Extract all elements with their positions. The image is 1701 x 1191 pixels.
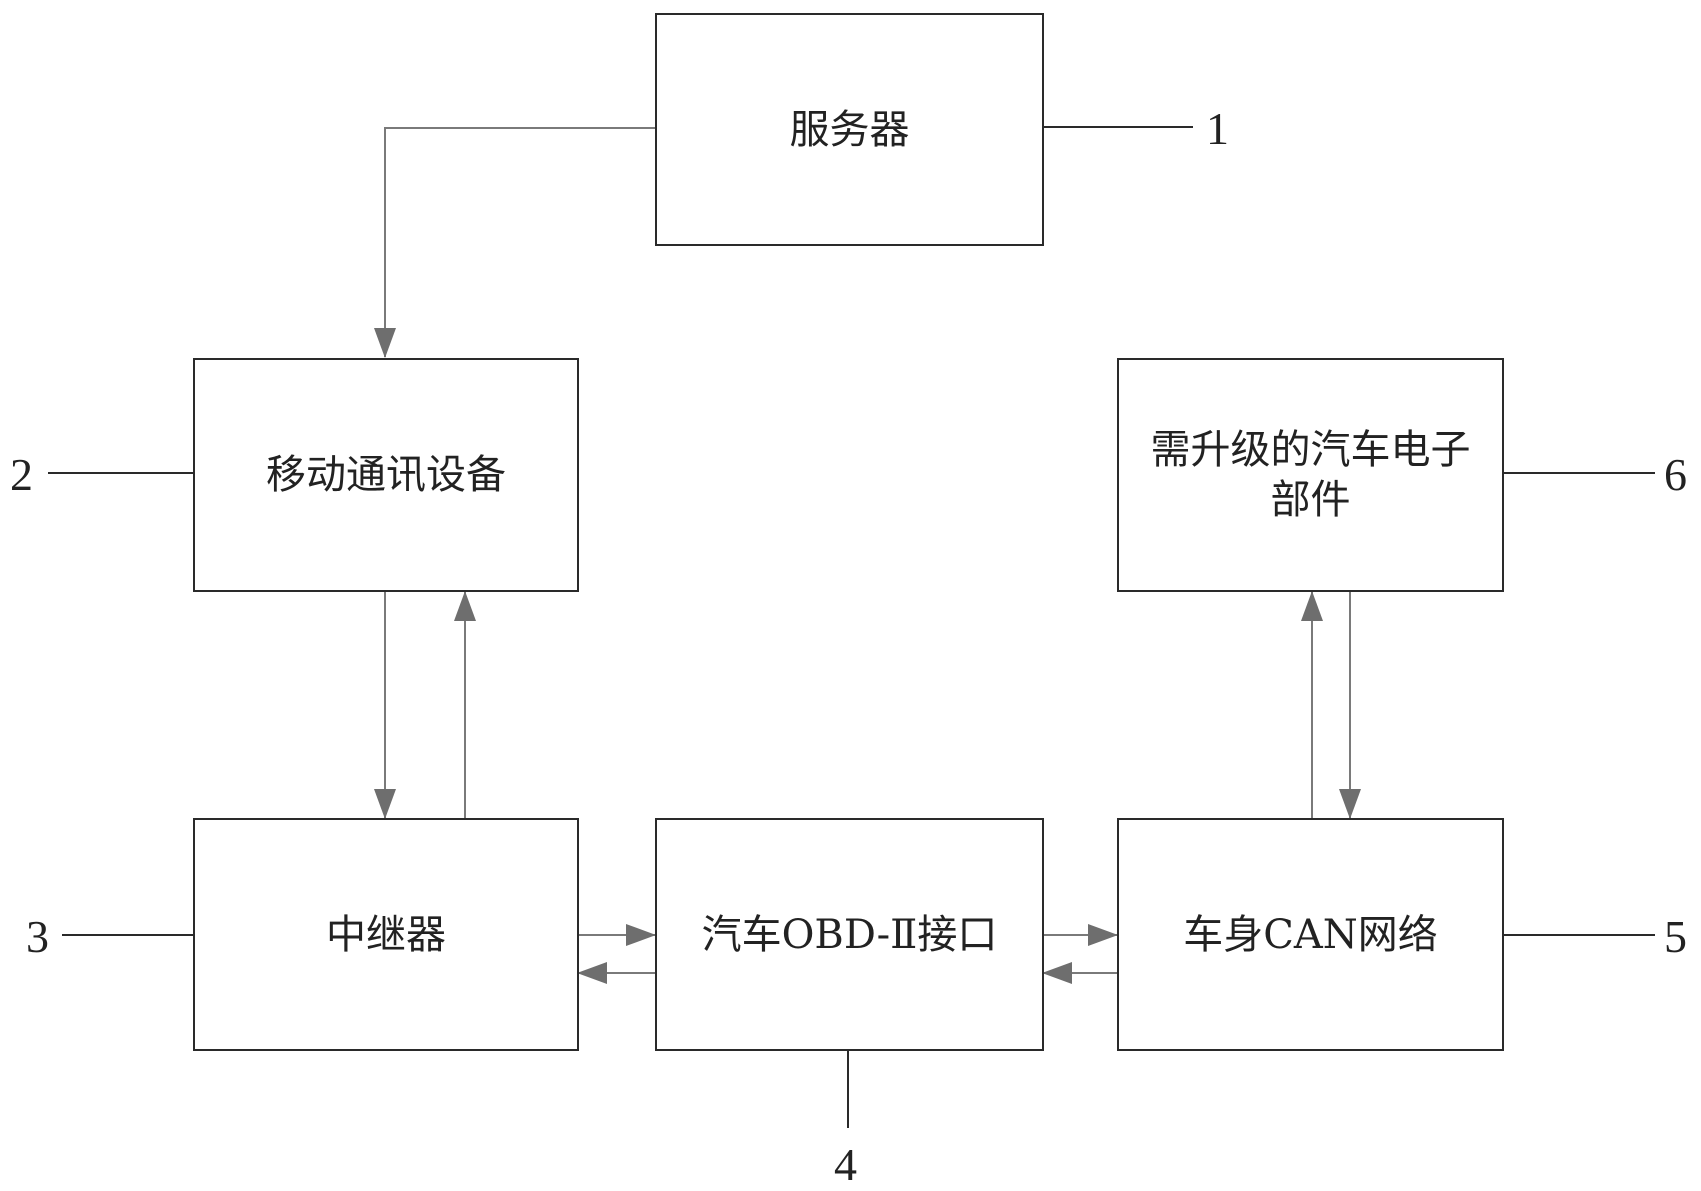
ref-numeral-5: 5 xyxy=(1664,911,1687,962)
can-network-block: 车身CAN网络 xyxy=(1117,818,1504,1051)
ref-numeral-6: 6 xyxy=(1664,449,1687,500)
obd-interface-block-label: 汽车OBD-Ⅱ接口 xyxy=(701,911,998,958)
ecu-block: 需升级的汽车电子 部件 xyxy=(1117,358,1504,592)
can-network-block-label: 车身CAN网络 xyxy=(1183,911,1438,958)
ref-numeral-1: 1 xyxy=(1206,103,1229,154)
repeater-block-label: 中继器 xyxy=(326,911,446,958)
ref-numeral-2: 2 xyxy=(10,449,33,500)
mobile-device-block-label: 移动通讯设备 xyxy=(266,452,506,498)
server-block: 服务器 xyxy=(655,13,1044,246)
repeater-block: 中继器 xyxy=(193,818,579,1051)
connector-server-to-mobile xyxy=(374,127,655,358)
server-block-label: 服务器 xyxy=(789,106,910,153)
ecu-block-label: 需升级的汽车电子 部件 xyxy=(1150,427,1471,523)
ref-numeral-4: 4 xyxy=(834,1139,857,1190)
mobile-device-block: 移动通讯设备 xyxy=(193,358,579,592)
ref-numeral-3: 3 xyxy=(26,911,49,962)
obd-interface-block: 汽车OBD-Ⅱ接口 xyxy=(655,818,1044,1051)
